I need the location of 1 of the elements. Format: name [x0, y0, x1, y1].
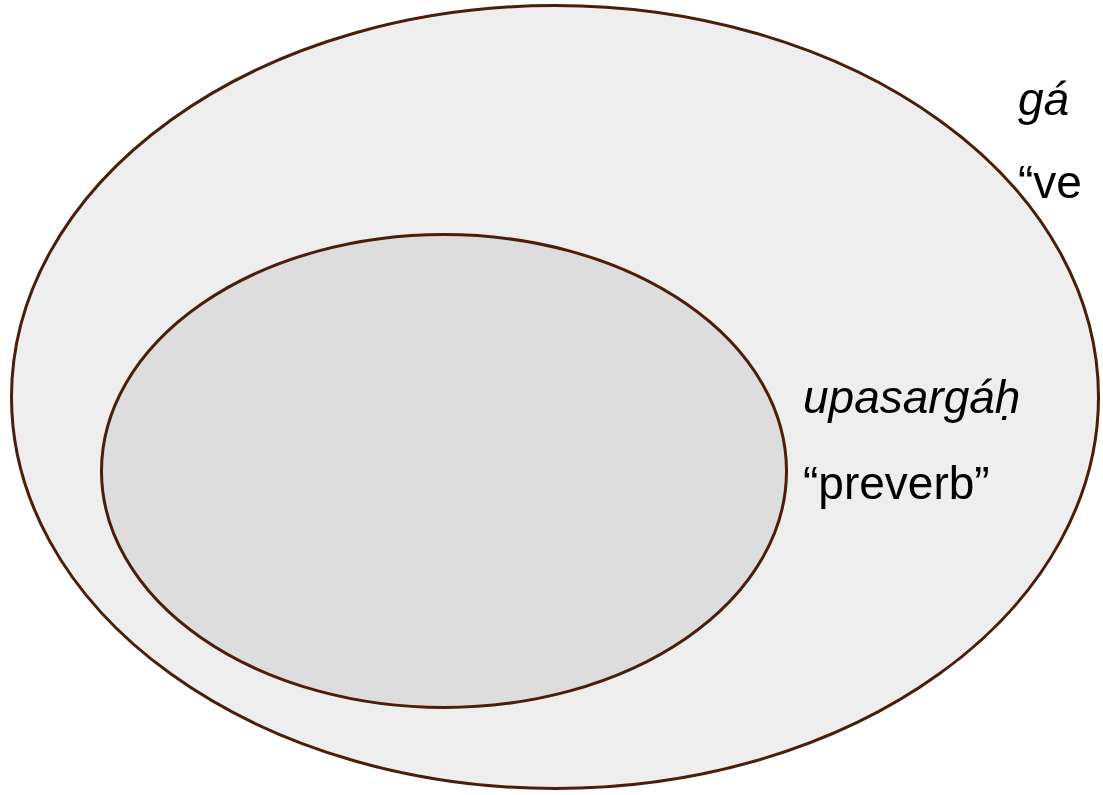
gloss-label: “ve: [1018, 159, 1082, 205]
